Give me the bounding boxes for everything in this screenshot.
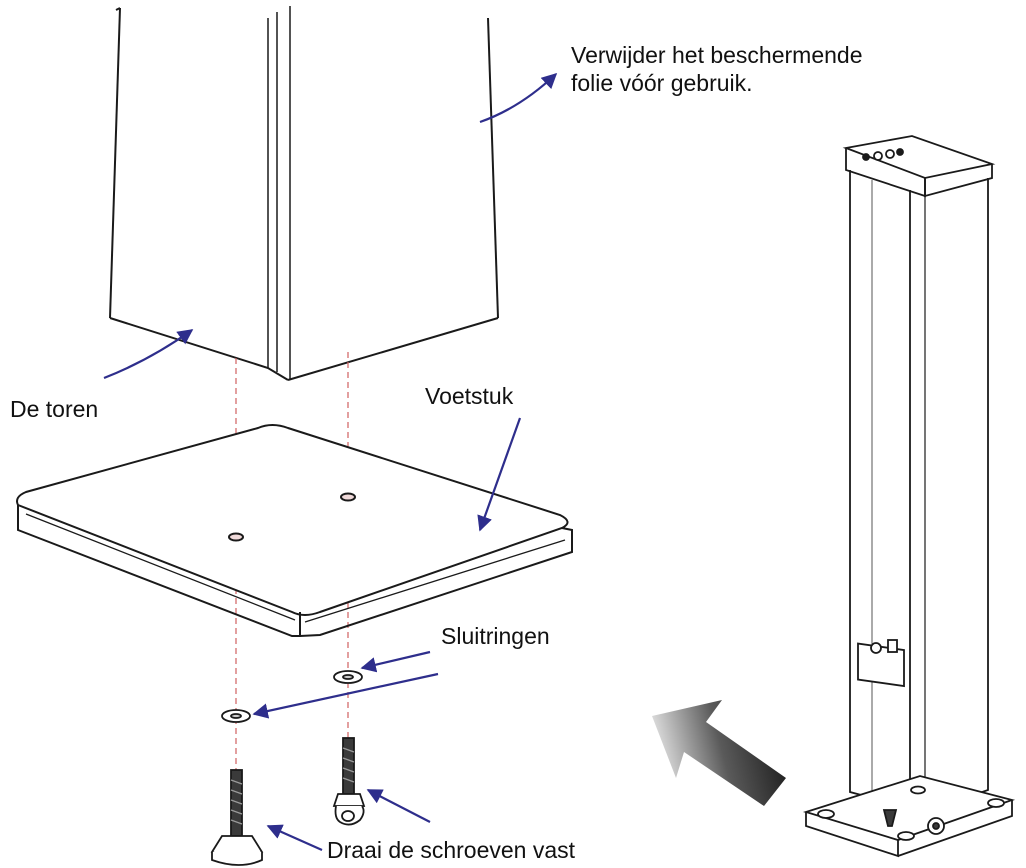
- arrow-tower: [103, 329, 194, 380]
- washers-label: Sluitringen: [441, 623, 550, 649]
- base-label: Voetstuk: [425, 383, 514, 409]
- pointer-arrows: [103, 72, 558, 852]
- arrow-screw-right: [366, 789, 431, 823]
- screw-left: [210, 769, 264, 866]
- screws-label: Draai de schroeven vast: [327, 837, 576, 863]
- screw-right: [332, 737, 366, 826]
- arrow-base: [477, 417, 522, 532]
- remove-foil-line2: folie vóór gebruik.: [571, 70, 753, 96]
- remove-foil-label: Verwijder het beschermende folie vóór ge…: [571, 41, 863, 97]
- arrow-screw-left: [266, 824, 323, 852]
- base-plate: [16, 424, 573, 637]
- remove-foil-line1: Verwijder het beschermende: [571, 42, 863, 68]
- arrow-remove-foil: [479, 72, 558, 124]
- arrow-washer-right: [360, 650, 431, 673]
- tower-column: [109, 6, 499, 381]
- arrow-washer-left: [252, 672, 439, 719]
- washers: [221, 670, 363, 723]
- tower-label: De toren: [10, 396, 99, 422]
- assembled-tower: [802, 135, 1016, 858]
- big-gradient-arrow-icon: [652, 700, 786, 806]
